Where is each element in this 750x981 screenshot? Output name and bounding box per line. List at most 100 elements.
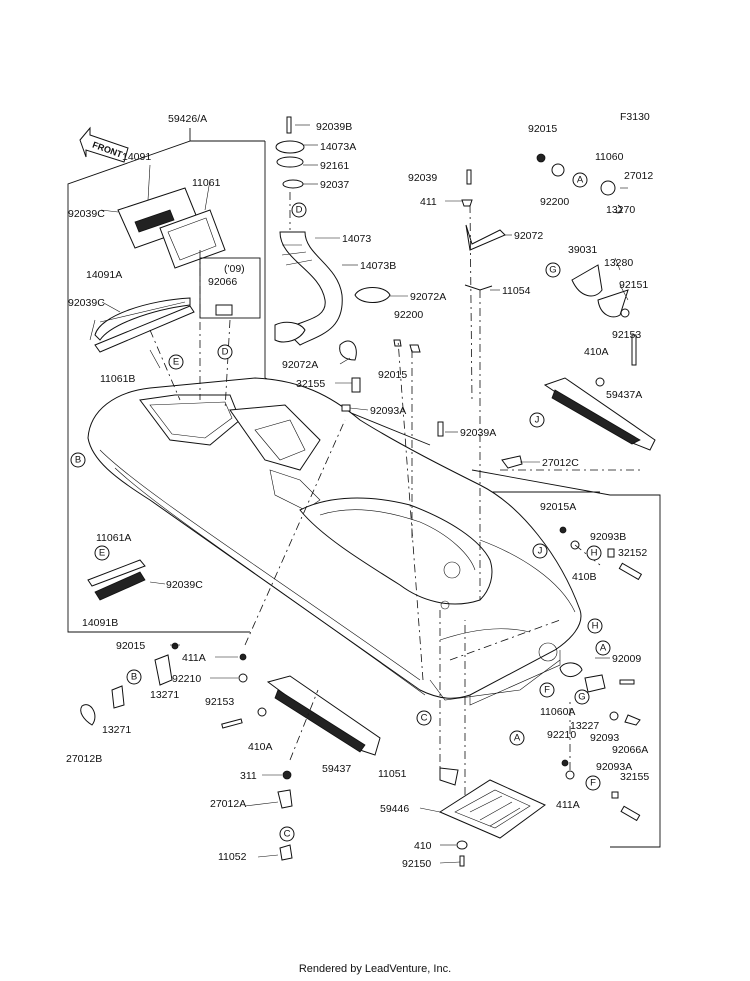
reference-callouts: A A A B B C C D D E E F F G G H H J J	[70, 172, 611, 842]
callout-j: J	[529, 412, 545, 428]
part-label: 11061	[192, 177, 221, 189]
front-arrow-icon: FRONT	[79, 126, 129, 163]
part-label: 92150	[402, 858, 431, 870]
part-label: 411A	[556, 799, 580, 811]
part-label: 14091A	[86, 269, 122, 281]
part-label: 32155	[620, 771, 649, 783]
callout-a: A	[595, 640, 611, 656]
callout-c: C	[416, 710, 432, 726]
left-lower-parts	[80, 642, 468, 867]
part-label: 27012	[624, 170, 653, 182]
right-upper-parts	[536, 153, 637, 387]
part-label: 92072	[514, 230, 543, 242]
hose-clamp-92072a	[354, 287, 391, 303]
gasket-11061b	[94, 305, 195, 353]
part-label: 92210	[547, 729, 576, 741]
part-label: 59446	[380, 803, 409, 815]
callout-a: A	[509, 730, 525, 746]
part-label: 13271	[102, 724, 131, 736]
part-label: 13227	[570, 720, 599, 732]
part-label: 92093	[590, 732, 619, 744]
part-label: 92015A	[540, 501, 576, 513]
part-label: 11052	[218, 851, 247, 863]
jet-ski-hull	[87, 377, 582, 706]
part-label: 92153	[205, 696, 234, 708]
part-label: 14091B	[82, 617, 118, 629]
part-label: 92093A	[370, 405, 406, 417]
part-label: 14073B	[360, 260, 396, 272]
part-label: 11054	[502, 285, 531, 297]
leader-lines	[89, 124, 629, 864]
part-label: 27012A	[210, 798, 246, 810]
part-label: 13280	[604, 257, 633, 269]
part-label: 92066A	[612, 744, 648, 756]
grate-59437	[266, 675, 381, 756]
part-label: 92153	[612, 329, 641, 341]
part-label: 92072A	[410, 291, 446, 303]
part-label: 27012B	[66, 753, 102, 765]
svg-text:A: A	[577, 175, 584, 186]
center-small-parts	[393, 169, 523, 469]
vent-fitting-32155	[341, 377, 361, 412]
part-label: 13270	[606, 204, 635, 216]
part-label: 14091	[122, 151, 151, 163]
cover-14091a	[94, 297, 191, 341]
part-label: 92093B	[590, 531, 626, 543]
part-label: 92037	[320, 179, 349, 191]
inspection-cover-14091	[117, 187, 201, 249]
callout-e: E	[168, 354, 184, 370]
grate-59437a	[543, 377, 656, 451]
part-label: 11051	[378, 768, 407, 780]
diagram-code: F3130	[620, 111, 650, 123]
part-label: 92015	[116, 640, 145, 652]
part-label: 32152	[618, 547, 647, 559]
gasket-11061	[159, 209, 226, 269]
part-label: 39031	[568, 244, 597, 256]
filler-neck-assembly	[274, 116, 343, 346]
callout-h: H	[586, 545, 602, 561]
part-label: 311	[240, 770, 257, 782]
part-label: 92039A	[460, 427, 496, 439]
svg-text:C: C	[421, 713, 428, 724]
callout-f: F	[585, 775, 601, 791]
part-label: 11060A	[540, 706, 575, 718]
part-label: 92009	[612, 653, 641, 665]
part-label: 11061A	[96, 532, 131, 544]
callout-e: E	[94, 545, 110, 561]
svg-text:H: H	[591, 548, 598, 559]
svg-text:A: A	[600, 643, 607, 654]
part-label: 411	[420, 196, 437, 208]
part-label: 92066	[208, 276, 237, 288]
year-note: ('09)	[224, 263, 245, 275]
svg-text:F: F	[590, 778, 596, 789]
svg-text:D: D	[222, 347, 229, 358]
part-label: 410A	[248, 741, 273, 753]
part-label: 92093A	[596, 761, 632, 773]
callout-d: D	[217, 344, 233, 360]
callout-a: A	[572, 172, 588, 188]
part-label: 92151	[619, 279, 648, 291]
intake-grate-59446	[438, 779, 546, 839]
svg-text:H: H	[592, 621, 599, 632]
part-label: 92015	[378, 369, 407, 381]
callout-h: H	[587, 618, 603, 634]
svg-text:J: J	[535, 415, 540, 426]
part-label: 411A	[182, 652, 206, 664]
part-label: 92039C	[68, 297, 105, 309]
part-label: 410A	[584, 346, 609, 358]
part-label: 11060	[595, 151, 624, 163]
part-label: 11061B	[100, 373, 135, 385]
callout-j: J	[532, 543, 548, 559]
part-label: 410	[414, 840, 432, 852]
svg-text:G: G	[549, 265, 556, 276]
part-label: 92039B	[316, 121, 352, 133]
callout-g: G	[545, 262, 561, 278]
part-labels: 59426/A 14091 11061 92039C 14091A 92039C…	[66, 113, 653, 870]
hose-clamp-lower	[339, 340, 357, 361]
svg-text:E: E	[99, 548, 105, 559]
svg-text:G: G	[578, 692, 585, 703]
svg-text:E: E	[173, 357, 179, 368]
right-side-parts	[559, 526, 643, 822]
part-label: 410B	[572, 571, 597, 583]
